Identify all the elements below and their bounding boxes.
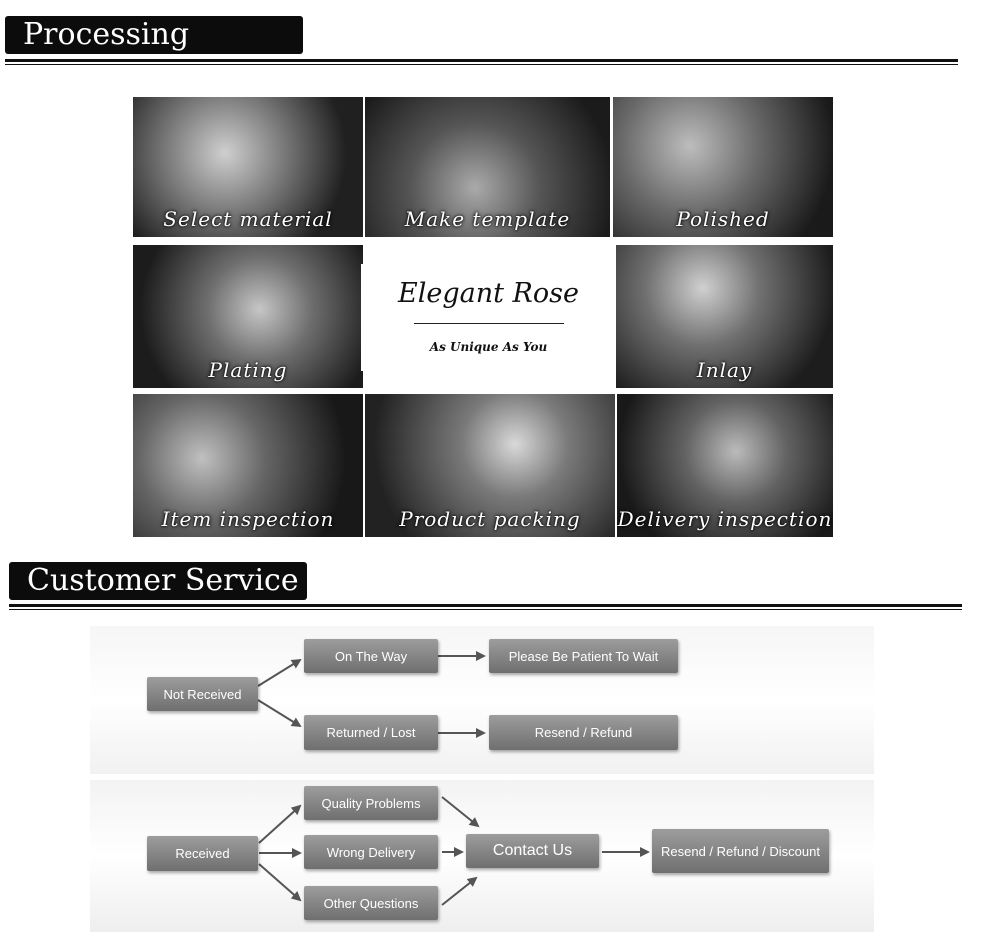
arrow-quality-to-contact [441, 796, 480, 828]
arrow-not-received-to-on-the-way [257, 658, 302, 687]
step-label: Delivery inspection [617, 507, 833, 531]
processing-rule [5, 59, 958, 62]
arrow-received-to-quality [258, 804, 302, 844]
processing-rule-thin [5, 64, 958, 65]
node-contact-us: Contact Us [466, 834, 599, 868]
tile-select-material: Select material [133, 97, 363, 237]
brand-card: Elegant Rose As Unique As You [361, 264, 616, 371]
arrow-other-to-contact [441, 876, 478, 906]
customer-service-header: Customer Service [9, 562, 307, 600]
brand-name: Elegant Rose [398, 278, 579, 309]
node-label: Resend / Refund / Discount [661, 843, 820, 859]
node-please-wait: Please Be Patient To Wait [489, 639, 678, 673]
node-label: Quality Problems [321, 795, 421, 811]
brand-tagline: As Unique As You [429, 340, 548, 354]
step-label: Product packing [399, 507, 581, 531]
step-label: Select material [163, 207, 333, 231]
node-other-questions: Other Questions [304, 886, 438, 920]
customer-service-rule [9, 604, 962, 607]
node-label: Wrong Delivery [326, 844, 416, 860]
tile-delivery-inspection: Delivery inspection [617, 394, 833, 537]
arrow-received-to-other [258, 863, 302, 902]
tile-item-inspection: Item inspection [133, 394, 363, 537]
step-label: Plating [208, 358, 288, 382]
tile-inlay: Inlay [616, 245, 833, 388]
node-not-received: Not Received [147, 677, 258, 711]
node-received: Received [147, 836, 258, 871]
step-label: Item inspection [161, 507, 335, 531]
processing-title: Processing [23, 17, 190, 52]
node-label: Resend / Refund [534, 725, 633, 740]
tile-plating: Plating [133, 245, 363, 388]
node-label: On The Way [334, 648, 408, 664]
processing-header: Processing [5, 16, 303, 54]
node-label: Other Questions [323, 895, 419, 911]
node-label: Returned / Lost [326, 725, 416, 740]
arrow-not-received-to-returned [257, 699, 302, 728]
node-resend-refund: Resend / Refund [489, 715, 678, 750]
tile-product-packing: Product packing [365, 394, 615, 537]
node-label: Received [175, 846, 230, 861]
node-label: Contact Us [492, 842, 573, 859]
customer-service-title: Customer Service [27, 563, 299, 598]
node-label: Please Be Patient To Wait [508, 648, 659, 664]
node-resend-refund-discount: Resend / Refund / Discount [652, 829, 829, 873]
node-returned-lost: Returned / Lost [304, 715, 438, 750]
node-wrong-delivery: Wrong Delivery [304, 835, 438, 869]
customer-service-rule-thin [9, 609, 962, 610]
tile-make-template: Make template [365, 97, 610, 237]
node-label: Not Received [163, 686, 242, 702]
brand-divider [413, 323, 564, 324]
step-label: Inlay [696, 358, 753, 382]
node-quality-problems: Quality Problems [304, 786, 438, 820]
step-label: Polished [676, 207, 770, 231]
node-on-the-way: On The Way [304, 639, 438, 673]
step-label: Make template [404, 207, 571, 231]
process-grid: Select material Make template Polished P… [133, 97, 833, 537]
tile-polished: Polished [613, 97, 833, 237]
